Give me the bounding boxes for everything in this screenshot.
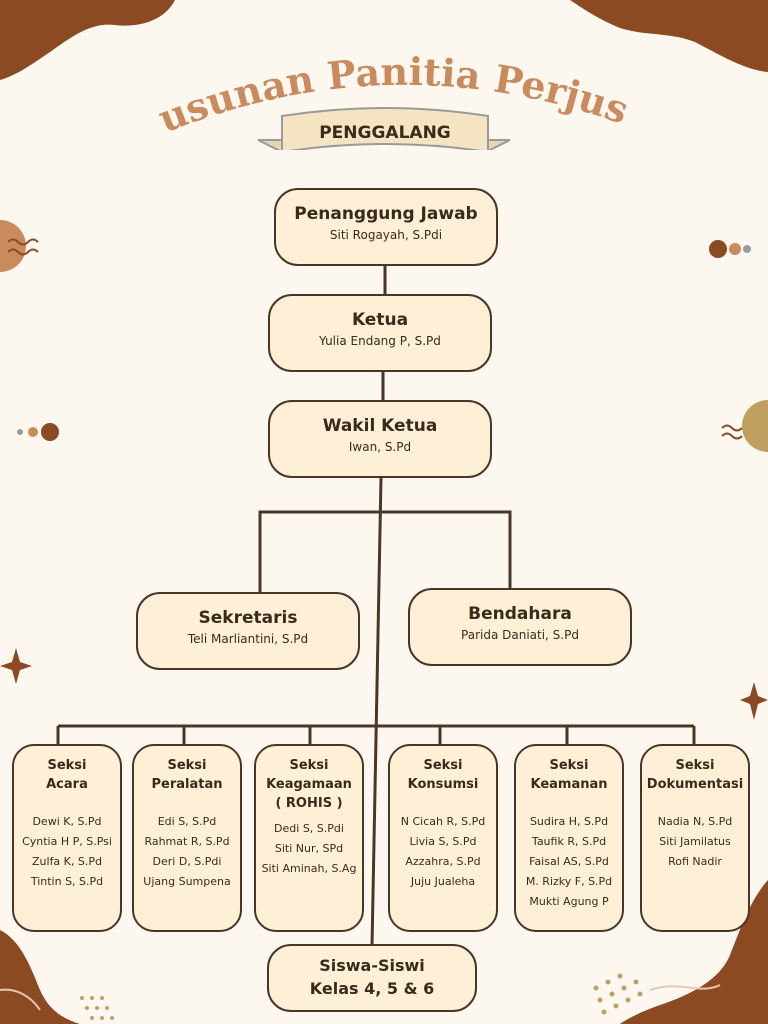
penanggung-jawab-title: Penanggung Jawab [294,204,478,224]
seksi-member: Siti Nur, SPd [274,842,344,855]
seksi-member: Sudira H, S.Pd [529,815,609,828]
seksi-member: Deri D, S.Pdi [152,855,222,868]
seksi-keagamaan-box: Seksi Keagamaan ( ROHIS ) Dedi S, S.Pdi … [254,744,364,932]
wakil-ketua-title: Wakil Ketua [322,416,438,436]
seksi-member: Ujang Sumpena [143,875,231,888]
left-half-circle [0,220,39,272]
sekretaris-title: Sekretaris [198,608,298,628]
siswa-line1: Siswa-Siswi [319,956,425,975]
bendahara-name: Parida Daniati, S.Pd [461,628,579,642]
bottom-left-blob [0,930,114,1024]
seksi-title: Seksi Acara [46,758,88,792]
left-sparkle [0,648,32,684]
banner-label: PENGGALANG [319,123,451,143]
seksi-member: Faisal AS, S.Pd [529,855,609,868]
top-left-blob [0,0,175,80]
seksi-member: Mukti Agung P [529,895,609,908]
seksi-member: Dewi K, S.Pd [32,815,102,828]
seksi-member: Taufik R, S.Pd [531,835,607,848]
bendahara-box: Bendahara Parida Daniati, S.Pd [408,588,632,666]
right-sparkle [740,682,768,720]
seksi-member: Azzahra, S.Pd [405,855,481,868]
seksi-konsumsi-box: Seksi Konsumsi N Cicah R, S.Pd Livia S, … [388,744,498,932]
seksi-title: Seksi Peralatan [151,758,223,792]
seksi-member: Nadia N, S.Pd [657,815,733,828]
seksi-member: Rahmat R, S.Pd [144,835,230,848]
left-dots [17,423,59,441]
seksi-member: Siti Aminah, S.Ag [261,862,357,875]
seksi-member: Dedi S, S.Pdi [274,822,344,835]
seksi-member: Siti Jamilatus [659,835,731,848]
bendahara-title: Bendahara [468,604,572,624]
seksi-title: Seksi Dokumentasi [646,758,744,792]
bottom-right-blob [593,880,768,1024]
siswa-box: Siswa-Siswi Kelas 4, 5 & 6 [267,944,477,1012]
seksi-dokumentasi-box: Seksi Dokumentasi Nadia N, S.Pd Siti Jam… [640,744,750,932]
wakil-ketua-box: Wakil Ketua Iwan, S.Pd [268,400,492,478]
right-half-circle [721,400,768,452]
seksi-member: Cyntia H P, S.Psi [22,835,112,848]
seksi-peralatan-box: Seksi Peralatan Edi S, S.Pd Rahmat R, S.… [132,744,242,932]
sekretaris-box: Sekretaris Teli Marliantini, S.Pd [136,592,360,670]
penanggung-jawab-name: Siti Rogayah, S.Pdi [329,228,443,242]
seksi-member: M. Rizky F, S.Pd [525,875,613,888]
seksi-title: Seksi Keagamaan ( ROHIS ) [266,758,352,811]
penanggung-jawab-box: Penanggung Jawab Siti Rogayah, S.Pdi [274,188,498,266]
right-dots [709,240,751,258]
seksi-title: Seksi Keamanan [530,758,608,792]
siswa-line2: Kelas 4, 5 & 6 [309,979,435,998]
seksi-member: Zulfa K, S.Pd [32,855,102,868]
seksi-member: Edi S, S.Pd [157,815,217,828]
sekretaris-name: Teli Marliantini, S.Pd [187,632,309,646]
wakil-ketua-name: Iwan, S.Pd [348,440,412,454]
title-area: Susunan Panitia Perjusa PENGGALANG [0,0,634,150]
seksi-title: Seksi Konsumsi [407,758,479,792]
banner-ribbon: PENGGALANG [257,107,511,150]
seksi-member: N Cicah R, S.Pd [400,815,486,828]
seksi-member: Juju Jualeha [410,875,476,888]
seksi-member: Livia S, S.Pd [409,835,477,848]
ketua-box: Ketua Yulia Endang P, S.Pd [268,294,492,372]
top-right-blob [570,0,768,72]
ketua-title: Ketua [351,310,409,330]
seksi-acara-box: Seksi Acara Dewi K, S.Pd Cyntia H P, S.P… [12,744,122,932]
seksi-member: Rofi Nadir [668,855,722,868]
seksi-member: Tintin S, S.Pd [30,875,104,888]
seksi-keamanan-box: Seksi Keamanan Sudira H, S.Pd Taufik R, … [514,744,624,932]
ketua-name: Yulia Endang P, S.Pd [319,334,441,348]
